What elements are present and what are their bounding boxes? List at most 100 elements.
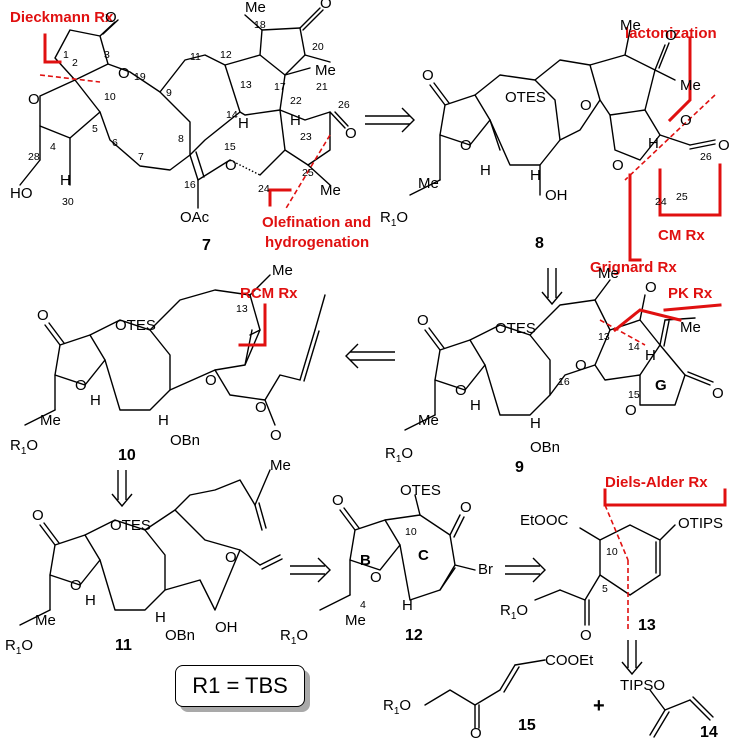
svg-text:26: 26: [700, 151, 712, 163]
pk-label: PK Rx: [668, 285, 713, 302]
cm-label: CM Rx: [658, 227, 705, 244]
svg-text:O: O: [118, 65, 130, 82]
bromo-group: Br: [478, 561, 493, 578]
rcm-label: RCM Rx: [240, 285, 298, 302]
svg-text:O: O: [460, 137, 472, 154]
svg-text:19: 19: [134, 71, 146, 83]
diels-alder-marker: [603, 488, 727, 507]
plus-sign: +: [593, 695, 605, 717]
r1o-group-10: R1O: [10, 437, 38, 457]
svg-text:6: 6: [112, 137, 118, 149]
ring-b-label: B: [360, 552, 371, 569]
otes-group-12: OTES: [400, 482, 441, 499]
compound-8-structure: [409, 29, 716, 196]
compound-7-structure: [19, 7, 349, 209]
compound-11-structure: [19, 469, 283, 626]
svg-text:10: 10: [606, 546, 618, 558]
compound-15-structure: [424, 659, 546, 729]
olefination-label-2: hydrogenation: [265, 234, 369, 251]
compound-12-label: 12: [405, 627, 423, 644]
retro-arrow-4: [111, 470, 133, 508]
svg-text:H: H: [238, 115, 249, 132]
svg-text:Me: Me: [418, 175, 439, 192]
svg-text:O: O: [225, 157, 237, 174]
compound-14-label: 14: [700, 724, 718, 739]
svg-text:O: O: [70, 577, 82, 594]
svg-text:H: H: [530, 167, 541, 184]
svg-text:Me: Me: [245, 0, 266, 16]
svg-text:O: O: [28, 91, 40, 108]
svg-text:18: 18: [254, 19, 266, 31]
svg-text:13: 13: [598, 331, 610, 343]
svg-text:O: O: [460, 499, 472, 516]
svg-text:O: O: [105, 9, 117, 26]
cooet-group: COOEt: [545, 652, 594, 669]
diels-alder-label: Diels-Alder Rx: [605, 474, 708, 491]
svg-text:O: O: [680, 112, 692, 129]
svg-text:H: H: [155, 609, 166, 626]
svg-text:O: O: [255, 399, 267, 416]
svg-text:O: O: [422, 67, 434, 84]
svg-text:Me: Me: [680, 77, 701, 94]
svg-text:H: H: [648, 135, 659, 152]
svg-text:25: 25: [302, 167, 314, 179]
numbering-7: 1 2 3 4 5 6 7 8 9 10 11 12 13 14 15 16 1…: [28, 19, 350, 208]
svg-text:O: O: [612, 157, 624, 174]
svg-text:H: H: [290, 112, 301, 129]
svg-text:O: O: [470, 725, 482, 739]
svg-text:Me: Me: [315, 62, 336, 79]
compound-15-label: 15: [518, 717, 536, 734]
otes-group-11: OTES: [110, 517, 151, 534]
svg-text:3: 3: [104, 49, 110, 61]
lactonization-marker: [667, 36, 692, 123]
svg-text:Me: Me: [35, 612, 56, 629]
svg-text:Me: Me: [418, 412, 439, 429]
svg-text:10: 10: [104, 91, 116, 103]
svg-text:10: 10: [405, 526, 417, 538]
retro-arrow-1: [365, 107, 415, 133]
svg-text:13: 13: [240, 79, 252, 91]
rcm-marker: [238, 303, 267, 347]
svg-text:1: 1: [63, 49, 69, 61]
svg-text:Me: Me: [272, 262, 293, 279]
svg-text:O: O: [718, 137, 730, 154]
svg-text:4: 4: [360, 599, 366, 611]
r1o-group-12: R1O: [280, 627, 308, 647]
svg-text:O: O: [37, 307, 49, 324]
svg-text:O: O: [205, 372, 217, 389]
svg-text:Me: Me: [320, 182, 341, 199]
svg-text:O: O: [345, 125, 357, 142]
otips-group: OTIPS: [678, 515, 723, 532]
svg-text:O: O: [332, 492, 344, 509]
svg-text:H: H: [402, 597, 413, 614]
grignard-label: Grignard Rx: [590, 259, 677, 276]
ring-c-label: C: [418, 547, 429, 564]
grignard-marker: [628, 173, 642, 262]
compound-10-label: 10: [118, 447, 136, 464]
svg-text:11: 11: [190, 51, 201, 63]
ring-g-label: G: [655, 377, 667, 394]
oac-group: OAc: [180, 209, 210, 226]
svg-text:16: 16: [558, 376, 570, 388]
cm-marker: [658, 163, 722, 217]
svg-text:20: 20: [312, 41, 324, 53]
svg-text:2: 2: [72, 57, 78, 69]
svg-text:15: 15: [224, 141, 236, 153]
svg-text:5: 5: [602, 583, 608, 595]
svg-text:13: 13: [236, 303, 248, 315]
svg-text:Me: Me: [680, 319, 701, 336]
retro-arrow-3: [345, 343, 395, 369]
svg-text:H: H: [90, 392, 101, 409]
otes-group-9: OTES: [495, 320, 536, 337]
svg-text:O: O: [225, 549, 237, 566]
olefination-label-1: Olefination and: [262, 214, 371, 231]
compound-9-label: 9: [515, 459, 524, 476]
svg-text:O: O: [417, 312, 429, 329]
svg-text:14: 14: [226, 109, 238, 121]
otes-group-8: OTES: [505, 89, 546, 106]
compound-13-structure: [534, 524, 676, 626]
compound-8-label: 8: [535, 235, 544, 252]
svg-text:Me: Me: [598, 265, 619, 282]
svg-text:8: 8: [178, 133, 184, 145]
r1o-group-9: R1O: [385, 445, 413, 465]
